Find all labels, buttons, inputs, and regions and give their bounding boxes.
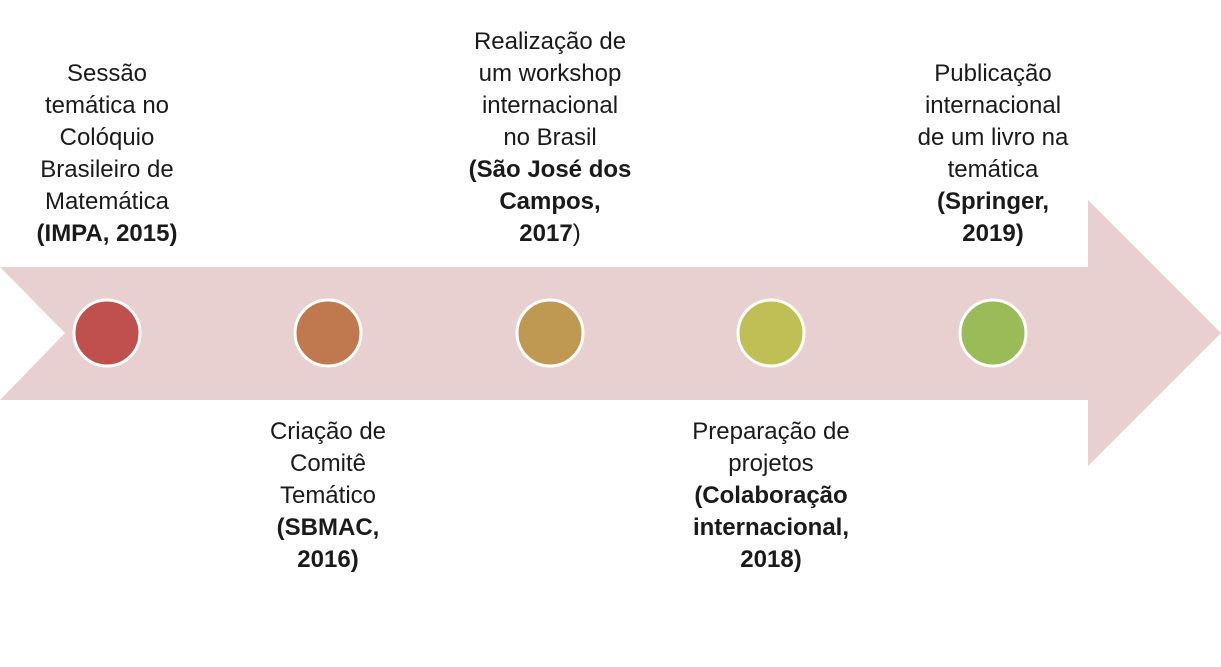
milestone-source: (Colaboração bbox=[694, 482, 848, 509]
milestone-text: internacional bbox=[481, 92, 619, 119]
milestone-text: Criação de bbox=[269, 418, 387, 445]
milestone-label-2018: Preparação de projetos (Colaboração inte… bbox=[661, 416, 881, 576]
milestone-source: 2017 bbox=[519, 220, 573, 247]
milestone-tail: ) bbox=[572, 220, 581, 247]
milestone-text: Publicação bbox=[934, 60, 1052, 87]
milestone-text: Temático bbox=[279, 482, 377, 509]
milestone-text: Brasileiro de bbox=[40, 156, 174, 183]
milestone-text: temática bbox=[947, 156, 1039, 183]
milestone-source: (SBMAC, bbox=[276, 514, 380, 541]
milestone-source: internacional, bbox=[692, 514, 850, 541]
milestone-label-2017: Realização de um workshop internacional … bbox=[440, 26, 660, 250]
milestone-source: 2019) bbox=[962, 220, 1024, 247]
milestone-text: temática no bbox=[44, 92, 170, 119]
milestone-text: Colóquio bbox=[59, 124, 155, 151]
milestone-text: projetos bbox=[728, 450, 814, 477]
milestone-text: Realização de bbox=[473, 28, 627, 55]
milestone-dot-2019 bbox=[958, 298, 1028, 368]
milestone-text: Preparação de bbox=[692, 418, 850, 445]
milestone-source: 2016) bbox=[297, 546, 359, 573]
milestone-text: Sessão bbox=[66, 60, 148, 87]
milestone-dot-2018 bbox=[736, 298, 806, 368]
milestone-label-2016: Criação de Comitê Temático (SBMAC, 2016) bbox=[228, 416, 428, 576]
milestone-label-2019: Publicação internacional de um livro na … bbox=[883, 58, 1103, 250]
milestone-text: de um livro na bbox=[917, 124, 1069, 151]
milestone-source: (São José dos bbox=[468, 156, 632, 183]
milestone-text: um workshop bbox=[478, 60, 622, 87]
milestone-text: internacional bbox=[924, 92, 1062, 119]
milestone-dot-2017 bbox=[515, 298, 585, 368]
milestone-source: (IMPA, 2015) bbox=[36, 220, 178, 247]
milestone-label-2015: Sessão temática no Colóquio Brasileiro d… bbox=[7, 58, 207, 250]
milestone-text: Matemática bbox=[44, 188, 170, 215]
milestone-text: Comitê bbox=[289, 450, 367, 477]
arrow-shape bbox=[0, 200, 1221, 466]
milestone-dot-2015 bbox=[72, 298, 142, 368]
milestone-source: (Springer, bbox=[936, 188, 1050, 215]
milestone-source: 2018) bbox=[740, 546, 802, 573]
milestone-dot-2016 bbox=[293, 298, 363, 368]
milestone-source: Campos, bbox=[499, 188, 601, 215]
milestone-text: no Brasil bbox=[503, 124, 597, 151]
